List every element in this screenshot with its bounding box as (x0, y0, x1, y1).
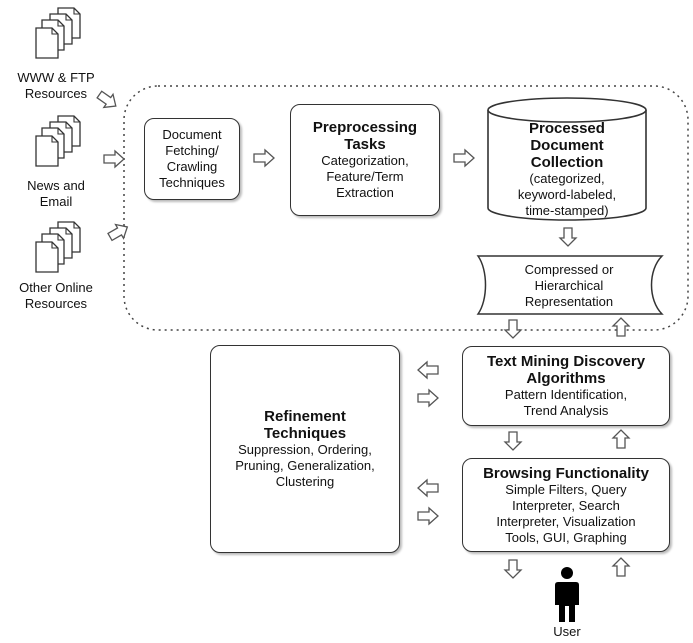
arrow-compressed-to-text-mining (504, 319, 522, 339)
browsing-body-line-1: Simple Filters, Query (505, 481, 627, 497)
document-stack-icon-news (36, 116, 80, 166)
refinement-techniques-box: Refinement Techniques Suppression, Order… (210, 345, 400, 553)
processed-collection-title: Processed Document Collection (488, 120, 646, 171)
compressed-representation-shape (476, 255, 664, 315)
source-news-line-2: Email (39, 194, 73, 209)
preprocessing-title-line-1: Preprocessing (312, 119, 418, 136)
doc-fetching-line-4: Techniques (159, 175, 225, 190)
browsing-body: Simple Filters, Query Interpreter, Searc… (496, 482, 635, 546)
source-other-line-1: Other Online (19, 280, 93, 295)
user-label: User (553, 624, 581, 639)
processed-collection-body: (categorized, keyword-labeled, time-stam… (488, 171, 646, 219)
text-mining-title-line-1: Text Mining Discovery (486, 353, 646, 370)
processed-title-line-1: Processed (529, 120, 605, 137)
preprocessing-title-line-2: Tasks (344, 136, 386, 153)
refinement-title: Refinement Techniques (264, 408, 346, 442)
browsing-functionality-box: Browsing Functionality Simple Filters, Q… (462, 458, 670, 552)
compressed-line-2: Hierarchical (534, 278, 604, 293)
document-fetching-text: Document Fetching/ Crawling Techniques (159, 127, 225, 191)
source-label-www-ftp: WWW & FTP Resources (6, 70, 106, 102)
text-mining-body: Pattern Identification, Trend Analysis (505, 387, 627, 419)
arrow-text-mining-to-refinement (417, 361, 439, 379)
browsing-body-line-4: Tools, GUI, Graphing (505, 529, 627, 545)
document-stack-icon-www (36, 8, 80, 58)
browsing-title: Browsing Functionality (483, 465, 649, 482)
arrow-text-mining-to-browsing (504, 431, 522, 451)
document-stack-icon-other (36, 222, 80, 272)
browsing-title-line-1: Browsing Functionality (483, 464, 649, 482)
arrow-text-mining-to-compressed (612, 317, 630, 337)
processed-collection-cylinder (487, 97, 647, 221)
refinement-title-line-2: Techniques (263, 425, 347, 442)
text-mining-body-line-1: Pattern Identification, (504, 387, 628, 402)
arrow-refinement-to-browsing (417, 507, 439, 525)
browsing-body-line-3: Interpreter, Visualization (496, 513, 636, 529)
processed-body-line-3: time-stamped) (525, 203, 609, 218)
source-www-line-1: WWW & FTP (17, 70, 95, 85)
arrow-browsing-to-user (504, 559, 522, 579)
text-mining-discovery-box: Text Mining Discovery Algorithms Pattern… (462, 346, 670, 426)
processed-body-line-2: keyword-labeled, (517, 187, 617, 202)
source-label-other-online: Other Online Resources (2, 280, 110, 312)
preprocessing-body-line-1: Categorization, (321, 153, 409, 168)
arrow-news-to-region (103, 150, 125, 168)
compressed-line-3: Representation (524, 294, 614, 309)
browsing-body-line-2: Interpreter, Search (512, 497, 620, 513)
doc-fetching-line-2: Fetching/ (165, 143, 219, 158)
compressed-representation-label: Compressed or Hierarchical Representatio… (486, 262, 652, 310)
text-mining-body-line-2: Trend Analysis (523, 403, 609, 418)
text-mining-title: Text Mining Discovery Algorithms (487, 353, 645, 387)
preprocessing-body-line-2: Feature/Term (326, 169, 404, 184)
arrow-collection-to-compressed (559, 227, 577, 247)
arrow-browsing-to-text-mining (612, 429, 630, 449)
refinement-title-line-1: Refinement (264, 408, 346, 425)
source-www-line-2: Resources (24, 86, 88, 101)
document-fetching-box: Document Fetching/ Crawling Techniques (144, 118, 240, 200)
compressed-line-1: Compressed or (524, 262, 614, 277)
arrow-browsing-to-refinement (417, 479, 439, 497)
crawl-region-dotted-border (123, 85, 689, 331)
arrow-preprocess-to-collection (453, 149, 475, 167)
arrow-refinement-to-text-mining (417, 389, 439, 407)
refinement-body-line-2: Pruning, Generalization, (235, 458, 375, 473)
processed-title-line-3: Collection (530, 154, 604, 171)
processed-body-line-1: (categorized, (529, 171, 605, 186)
arrow-user-to-browsing (612, 557, 630, 577)
refinement-body: Suppression, Ordering, Pruning, Generali… (235, 442, 374, 490)
preprocessing-tasks-box: Preprocessing Tasks Categorization, Feat… (290, 104, 440, 216)
processed-collection-label: Processed Document Collection (categoriz… (488, 120, 646, 219)
user-icon (555, 567, 579, 622)
text-mining-title-line-2: Algorithms (526, 370, 606, 387)
preprocessing-title: Preprocessing Tasks (313, 119, 417, 153)
preprocessing-body: Categorization, Feature/Term Extraction (321, 153, 408, 201)
source-label-news-email: News and Email (6, 178, 106, 210)
refinement-body-line-3: Clustering (275, 474, 335, 489)
refinement-body-line-1: Suppression, Ordering, (238, 442, 372, 457)
doc-fetching-line-3: Crawling (166, 159, 218, 174)
arrow-other-to-region (105, 219, 132, 245)
doc-fetching-line-1: Document (162, 127, 222, 142)
source-other-line-2: Resources (24, 296, 88, 311)
preprocessing-body-line-3: Extraction (336, 185, 394, 200)
arrow-fetch-to-preprocess (253, 149, 275, 167)
processed-title-line-2: Document (530, 137, 604, 154)
source-news-line-1: News and (27, 178, 85, 193)
